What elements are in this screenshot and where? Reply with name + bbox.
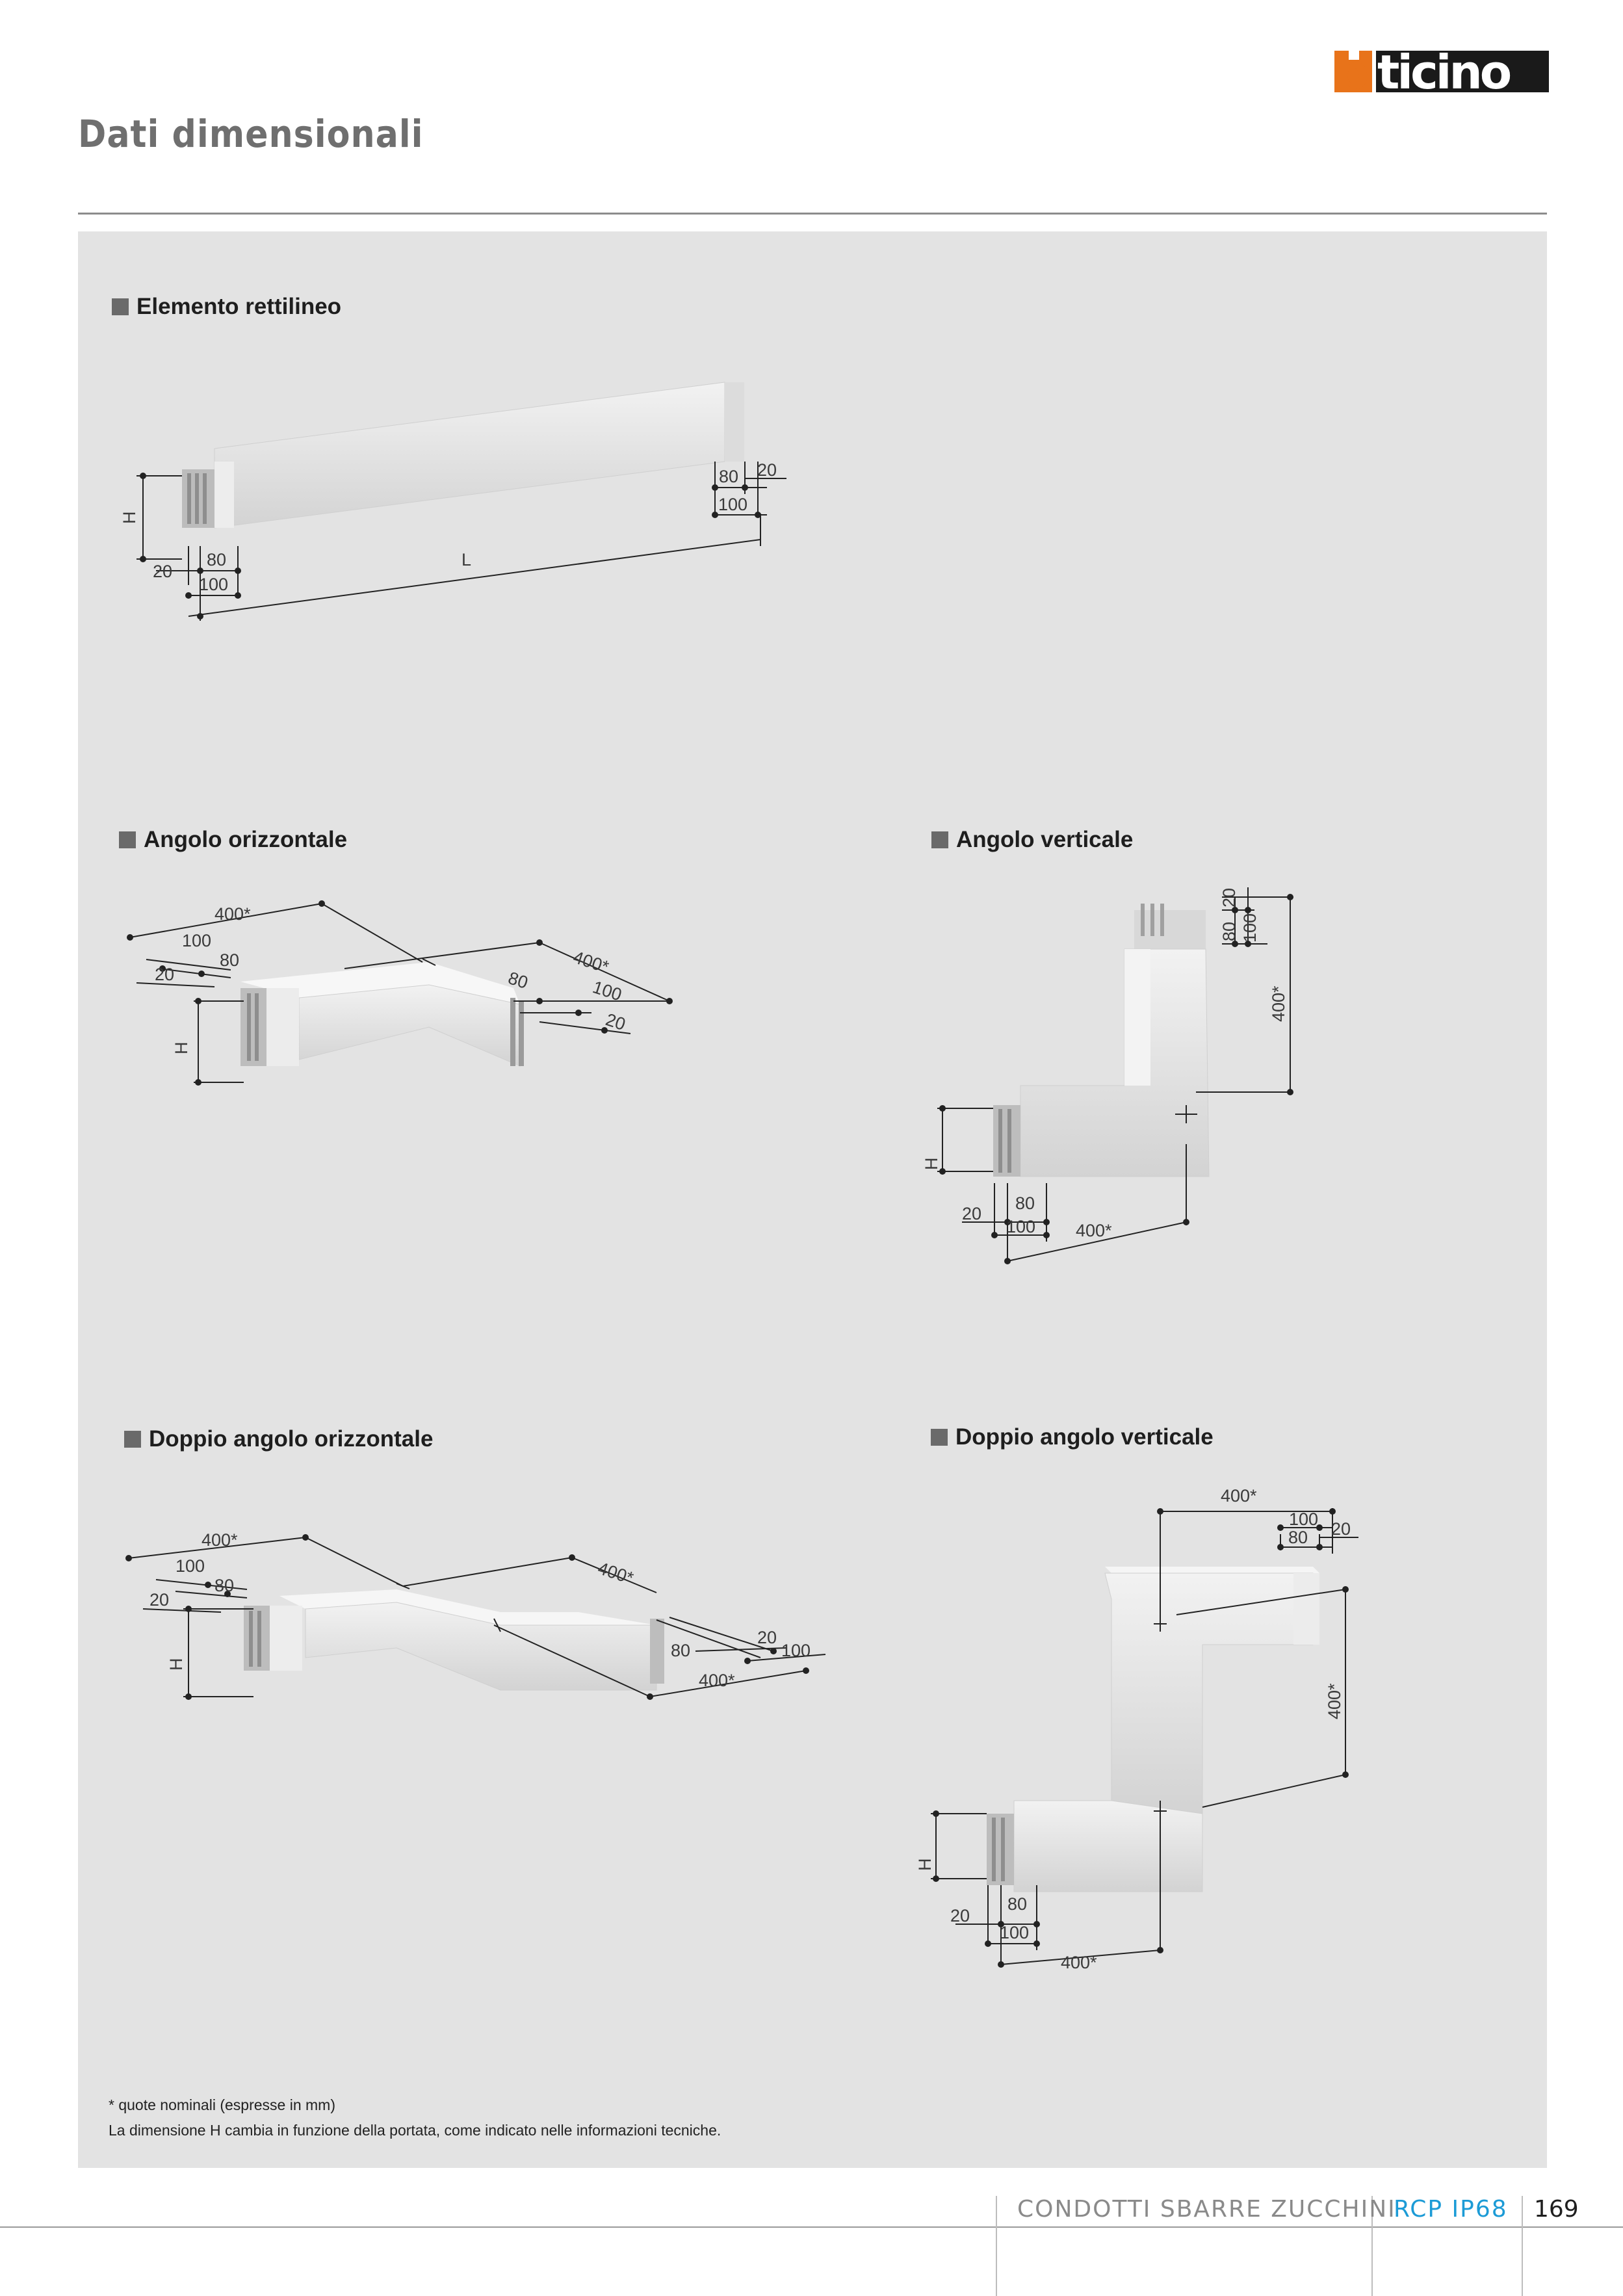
section-title-vertical-angle: Angolo verticale xyxy=(931,827,1133,853)
dim-400-bottom: 400* xyxy=(1061,1953,1097,1972)
dim-80-top: 80 xyxy=(1288,1528,1308,1547)
footer-divider xyxy=(1371,2196,1373,2296)
straight-element-drawing: H 20 80 100 L 80 20 100 xyxy=(120,382,786,621)
dim-100-end: 100 xyxy=(718,495,747,514)
dim-20: 20 xyxy=(153,562,172,581)
footnote-nominal: * quote nominali (espresse in mm) xyxy=(109,2096,335,2113)
double-horizontal-angle-drawing: 400* 100 80 20 H 400* 80 20 100 400* xyxy=(125,1530,826,1700)
svg-text:ticino: ticino xyxy=(1377,46,1511,98)
drawings-panel xyxy=(78,231,1547,2168)
bullet-square-icon xyxy=(112,298,129,315)
dim-400-right: 400* xyxy=(699,1671,735,1690)
dim-400-left: 400* xyxy=(214,904,251,924)
dim-80-right: 80 xyxy=(671,1641,690,1660)
svg-text:b: b xyxy=(1336,46,1368,98)
bullet-square-icon xyxy=(931,1429,948,1446)
bullet-square-icon xyxy=(124,1431,141,1448)
dim-400-vertical: 400* xyxy=(1269,985,1288,1022)
bullet-square-icon xyxy=(931,831,948,848)
dim-20-end: 20 xyxy=(757,460,777,480)
vertical-angle-drawing: H 20 80 100 400* 400* 20 80 100 xyxy=(922,887,1293,1264)
dim-80-end: 80 xyxy=(719,467,738,486)
dim-20-top: 20 xyxy=(1219,888,1239,907)
dim-h: H xyxy=(172,1042,191,1055)
dim-h: H xyxy=(915,1859,935,1872)
dim-80: 80 xyxy=(214,1576,234,1595)
dim-100: 100 xyxy=(182,931,211,950)
dim-100: 100 xyxy=(199,575,228,594)
dim-100-right: 100 xyxy=(781,1641,811,1660)
dim-100: 100 xyxy=(1006,1217,1035,1236)
dim-20: 20 xyxy=(962,1204,981,1223)
horizontal-angle-drawing: 400* 100 80 20 H 400* 80 100 20 xyxy=(127,900,673,1086)
dim-400-left: 400* xyxy=(201,1530,238,1550)
section-title-straight: Elemento rettilineo xyxy=(112,294,341,320)
dim-20: 20 xyxy=(149,1590,169,1610)
footer-divider xyxy=(1522,2196,1523,2296)
dim-80: 80 xyxy=(220,950,239,970)
double-vertical-angle-drawing: 400* 100 80 20 400* H 20 80 100 400* xyxy=(915,1486,1358,1972)
dim-100-top: 100 xyxy=(1240,913,1260,943)
section-title-horizontal-angle: Angolo orizzontale xyxy=(119,827,347,853)
dim-80: 80 xyxy=(207,550,226,569)
dim-100: 100 xyxy=(175,1556,205,1576)
dim-20: 20 xyxy=(950,1906,970,1925)
dim-h: H xyxy=(922,1158,941,1171)
dim-20-top: 20 xyxy=(1331,1519,1351,1539)
dim-l: L xyxy=(461,550,471,569)
footer-divider xyxy=(996,2196,997,2296)
dim-20-right: 20 xyxy=(757,1628,777,1647)
dim-h: H xyxy=(120,512,139,525)
page-number: 169 xyxy=(1534,2196,1579,2223)
dim-100-top: 100 xyxy=(1289,1509,1318,1529)
dim-400-vertical: 400* xyxy=(1325,1683,1344,1719)
dim-400-middle: 400* xyxy=(595,1558,636,1588)
section-title-double-vertical-angle: Doppio angolo verticale xyxy=(931,1424,1214,1450)
page-title: Dati dimensionali xyxy=(78,112,424,156)
title-divider xyxy=(78,213,1547,215)
dim-400-right: 400* xyxy=(571,947,612,977)
dim-h: H xyxy=(166,1658,186,1671)
footer-series: CONDOTTI SBARRE ZUCCHINI xyxy=(1017,2196,1396,2223)
footer-product: RCP IP68 xyxy=(1394,2196,1508,2223)
dim-20: 20 xyxy=(155,965,174,984)
dim-400-top: 400* xyxy=(1221,1486,1257,1506)
dim-80: 80 xyxy=(1015,1194,1035,1213)
footnote-h-note: La dimensione H cambia in funzione della… xyxy=(109,2122,721,2139)
footer-rule xyxy=(0,2226,1623,2228)
bullet-square-icon xyxy=(119,831,136,848)
dim-80-top: 80 xyxy=(1219,922,1239,941)
dim-400-horizontal: 400* xyxy=(1076,1221,1112,1240)
bticino-logo: b ticino xyxy=(1334,46,1549,98)
dim-100: 100 xyxy=(1000,1923,1029,1942)
section-title-double-horizontal-angle: Doppio angolo orizzontale xyxy=(124,1426,433,1452)
dim-80: 80 xyxy=(1007,1894,1027,1914)
